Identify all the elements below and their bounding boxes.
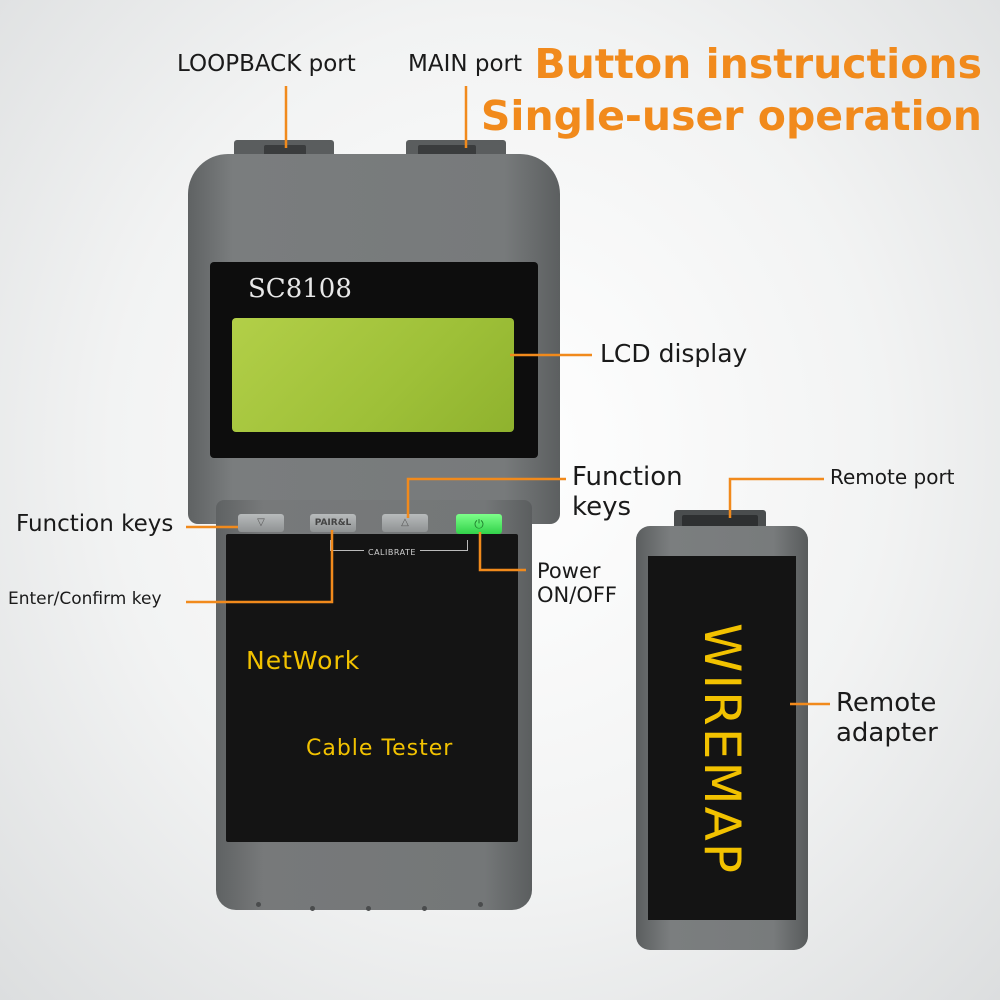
headline-line-1: Button instructions bbox=[534, 40, 982, 88]
calibrate-label: CALIBRATE bbox=[364, 548, 420, 557]
enter-confirm-leader bbox=[186, 530, 334, 604]
down-arrow-icon: ▽ bbox=[257, 517, 265, 528]
panel-text-cable-tester: Cable Tester bbox=[306, 736, 454, 761]
lcd-display bbox=[232, 318, 514, 432]
lcd-bezel: SC8108 bbox=[210, 262, 538, 458]
headline-line-2: Single-user operation bbox=[480, 92, 982, 140]
remote-port-label: Remote port bbox=[830, 465, 955, 489]
vent-dots bbox=[248, 902, 498, 911]
main-port-label: MAIN port bbox=[408, 51, 523, 77]
loopback-port-label: LOOPBACK port bbox=[177, 51, 356, 77]
model-label: SC8108 bbox=[248, 274, 352, 304]
remote-port-leader bbox=[728, 477, 824, 518]
up-arrow-icon: △ bbox=[401, 517, 409, 528]
function-keys-right-label-2: keys bbox=[572, 492, 632, 522]
lcd-display-label: LCD display bbox=[600, 339, 748, 368]
up-key[interactable]: △ bbox=[382, 514, 428, 532]
power-leader bbox=[478, 532, 526, 572]
power-key[interactable]: ⏻ bbox=[456, 514, 502, 534]
cable-tester-device: SC8108 ▽ PAIR&L △ ⏻ CALIBRATE NetWork Ca… bbox=[188, 140, 560, 911]
function-keys-right-leader bbox=[406, 477, 566, 518]
power-label-1: Power bbox=[537, 559, 601, 583]
power-icon: ⏻ bbox=[474, 517, 484, 531]
pair-key-label: PAIR&L bbox=[314, 518, 352, 528]
front-panel: CALIBRATE NetWork Cable Tester bbox=[226, 534, 518, 842]
panel-text-network: NetWork bbox=[246, 646, 361, 675]
function-keys-left-label: Function keys bbox=[16, 511, 174, 537]
power-label-2: ON/OFF bbox=[537, 583, 618, 607]
remote-adapter-label-2: adapter bbox=[836, 718, 938, 748]
remote-adapter: WIREMAP bbox=[636, 510, 808, 950]
pair-enter-key[interactable]: PAIR&L bbox=[310, 514, 356, 532]
function-keys-right-label-1: Function bbox=[572, 462, 683, 492]
down-key[interactable]: ▽ bbox=[238, 514, 284, 532]
remote-adapter-label-1: Remote bbox=[836, 688, 937, 718]
adapter-panel: WIREMAP bbox=[648, 556, 796, 920]
enter-confirm-key-label: Enter/Confirm key bbox=[8, 589, 162, 609]
